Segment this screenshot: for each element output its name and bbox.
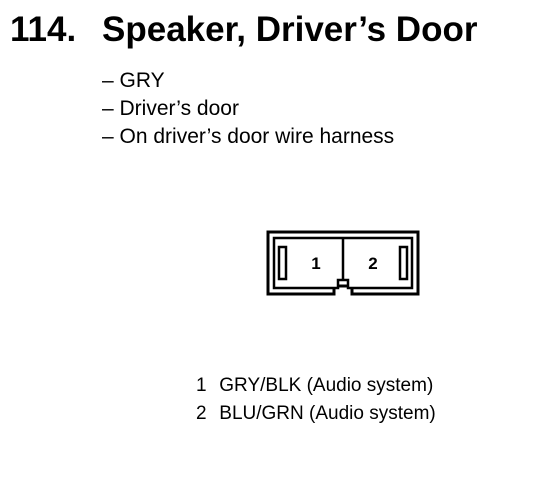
pinout-row: 2 BLU/GRN (Audio system) bbox=[196, 400, 436, 428]
left-lock-tab bbox=[277, 245, 288, 281]
component-number: 114. bbox=[10, 10, 77, 49]
component-name: Speaker, Driver’s Door bbox=[102, 10, 478, 49]
right-lock-tab bbox=[398, 245, 409, 281]
detail-location: – Driver’s door bbox=[102, 97, 239, 120]
detail-harness: – On driver’s door wire harness bbox=[102, 125, 395, 148]
page-title: 114. Speaker, Driver’s Door bbox=[10, 12, 477, 47]
pinout-wire-description: GRY/BLK (Audio system) bbox=[219, 375, 434, 396]
pin-1-label: 1 bbox=[311, 254, 320, 273]
detail-color: – GRY bbox=[102, 69, 165, 92]
pinout-row: 1 GRY/BLK (Audio system) bbox=[196, 372, 436, 400]
pinout-wire-description: BLU/GRN (Audio system) bbox=[219, 403, 436, 424]
connector-diagram: 1 2 bbox=[266, 230, 420, 296]
pinout-pin-number: 2 bbox=[196, 403, 207, 424]
pin-2-label: 2 bbox=[368, 254, 377, 273]
pinout-pin-number: 1 bbox=[196, 375, 207, 396]
pinout-list: 1 GRY/BLK (Audio system) 2 BLU/GRN (Audi… bbox=[196, 372, 436, 428]
component-details: – GRY – Driver’s door – On driver’s door… bbox=[102, 67, 394, 151]
